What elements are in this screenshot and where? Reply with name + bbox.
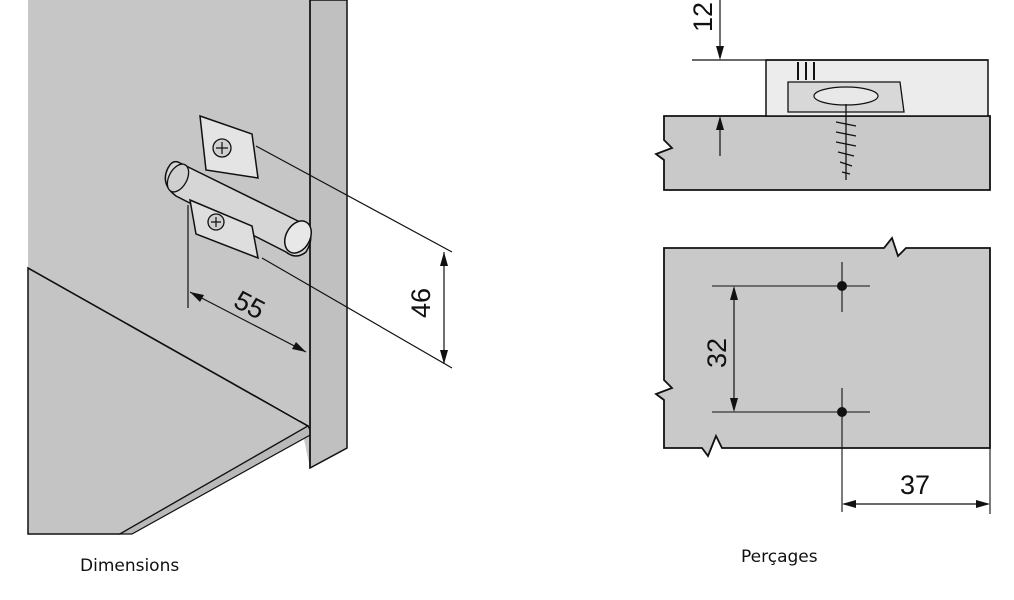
- plan-board: [654, 236, 991, 458]
- damper-hinge: [164, 114, 313, 260]
- dimension-37: [842, 500, 990, 508]
- dimension-32: [730, 286, 738, 412]
- section-board: [654, 115, 991, 191]
- caption-dimensions: Dimensions: [80, 556, 180, 576]
- drill-hole-bottom: [837, 407, 847, 417]
- dimension-12-label: 12: [688, 2, 718, 32]
- dimension-37-label: 37: [900, 470, 930, 500]
- dimension-12: [692, 0, 766, 156]
- cabinet-side-wall: [28, 0, 310, 468]
- plan-view: 32 37: [654, 236, 991, 514]
- cabinet-perspective: 55 46: [27, 0, 453, 535]
- caption-drillings: Perçages: [741, 547, 818, 567]
- section-screw: [835, 104, 857, 180]
- hinge-bottom-plate: [189, 198, 259, 260]
- cabinet-front-panel: [309, 0, 348, 470]
- dimension-46: [255, 145, 453, 369]
- drill-hole-top: [837, 281, 847, 291]
- dimension-32-label: 32: [702, 338, 732, 368]
- damper-cylinder-end: [283, 220, 313, 254]
- side-section-view: 12: [654, 0, 991, 191]
- dimension-46-label: 46: [406, 288, 436, 318]
- dimension-55: [187, 205, 307, 353]
